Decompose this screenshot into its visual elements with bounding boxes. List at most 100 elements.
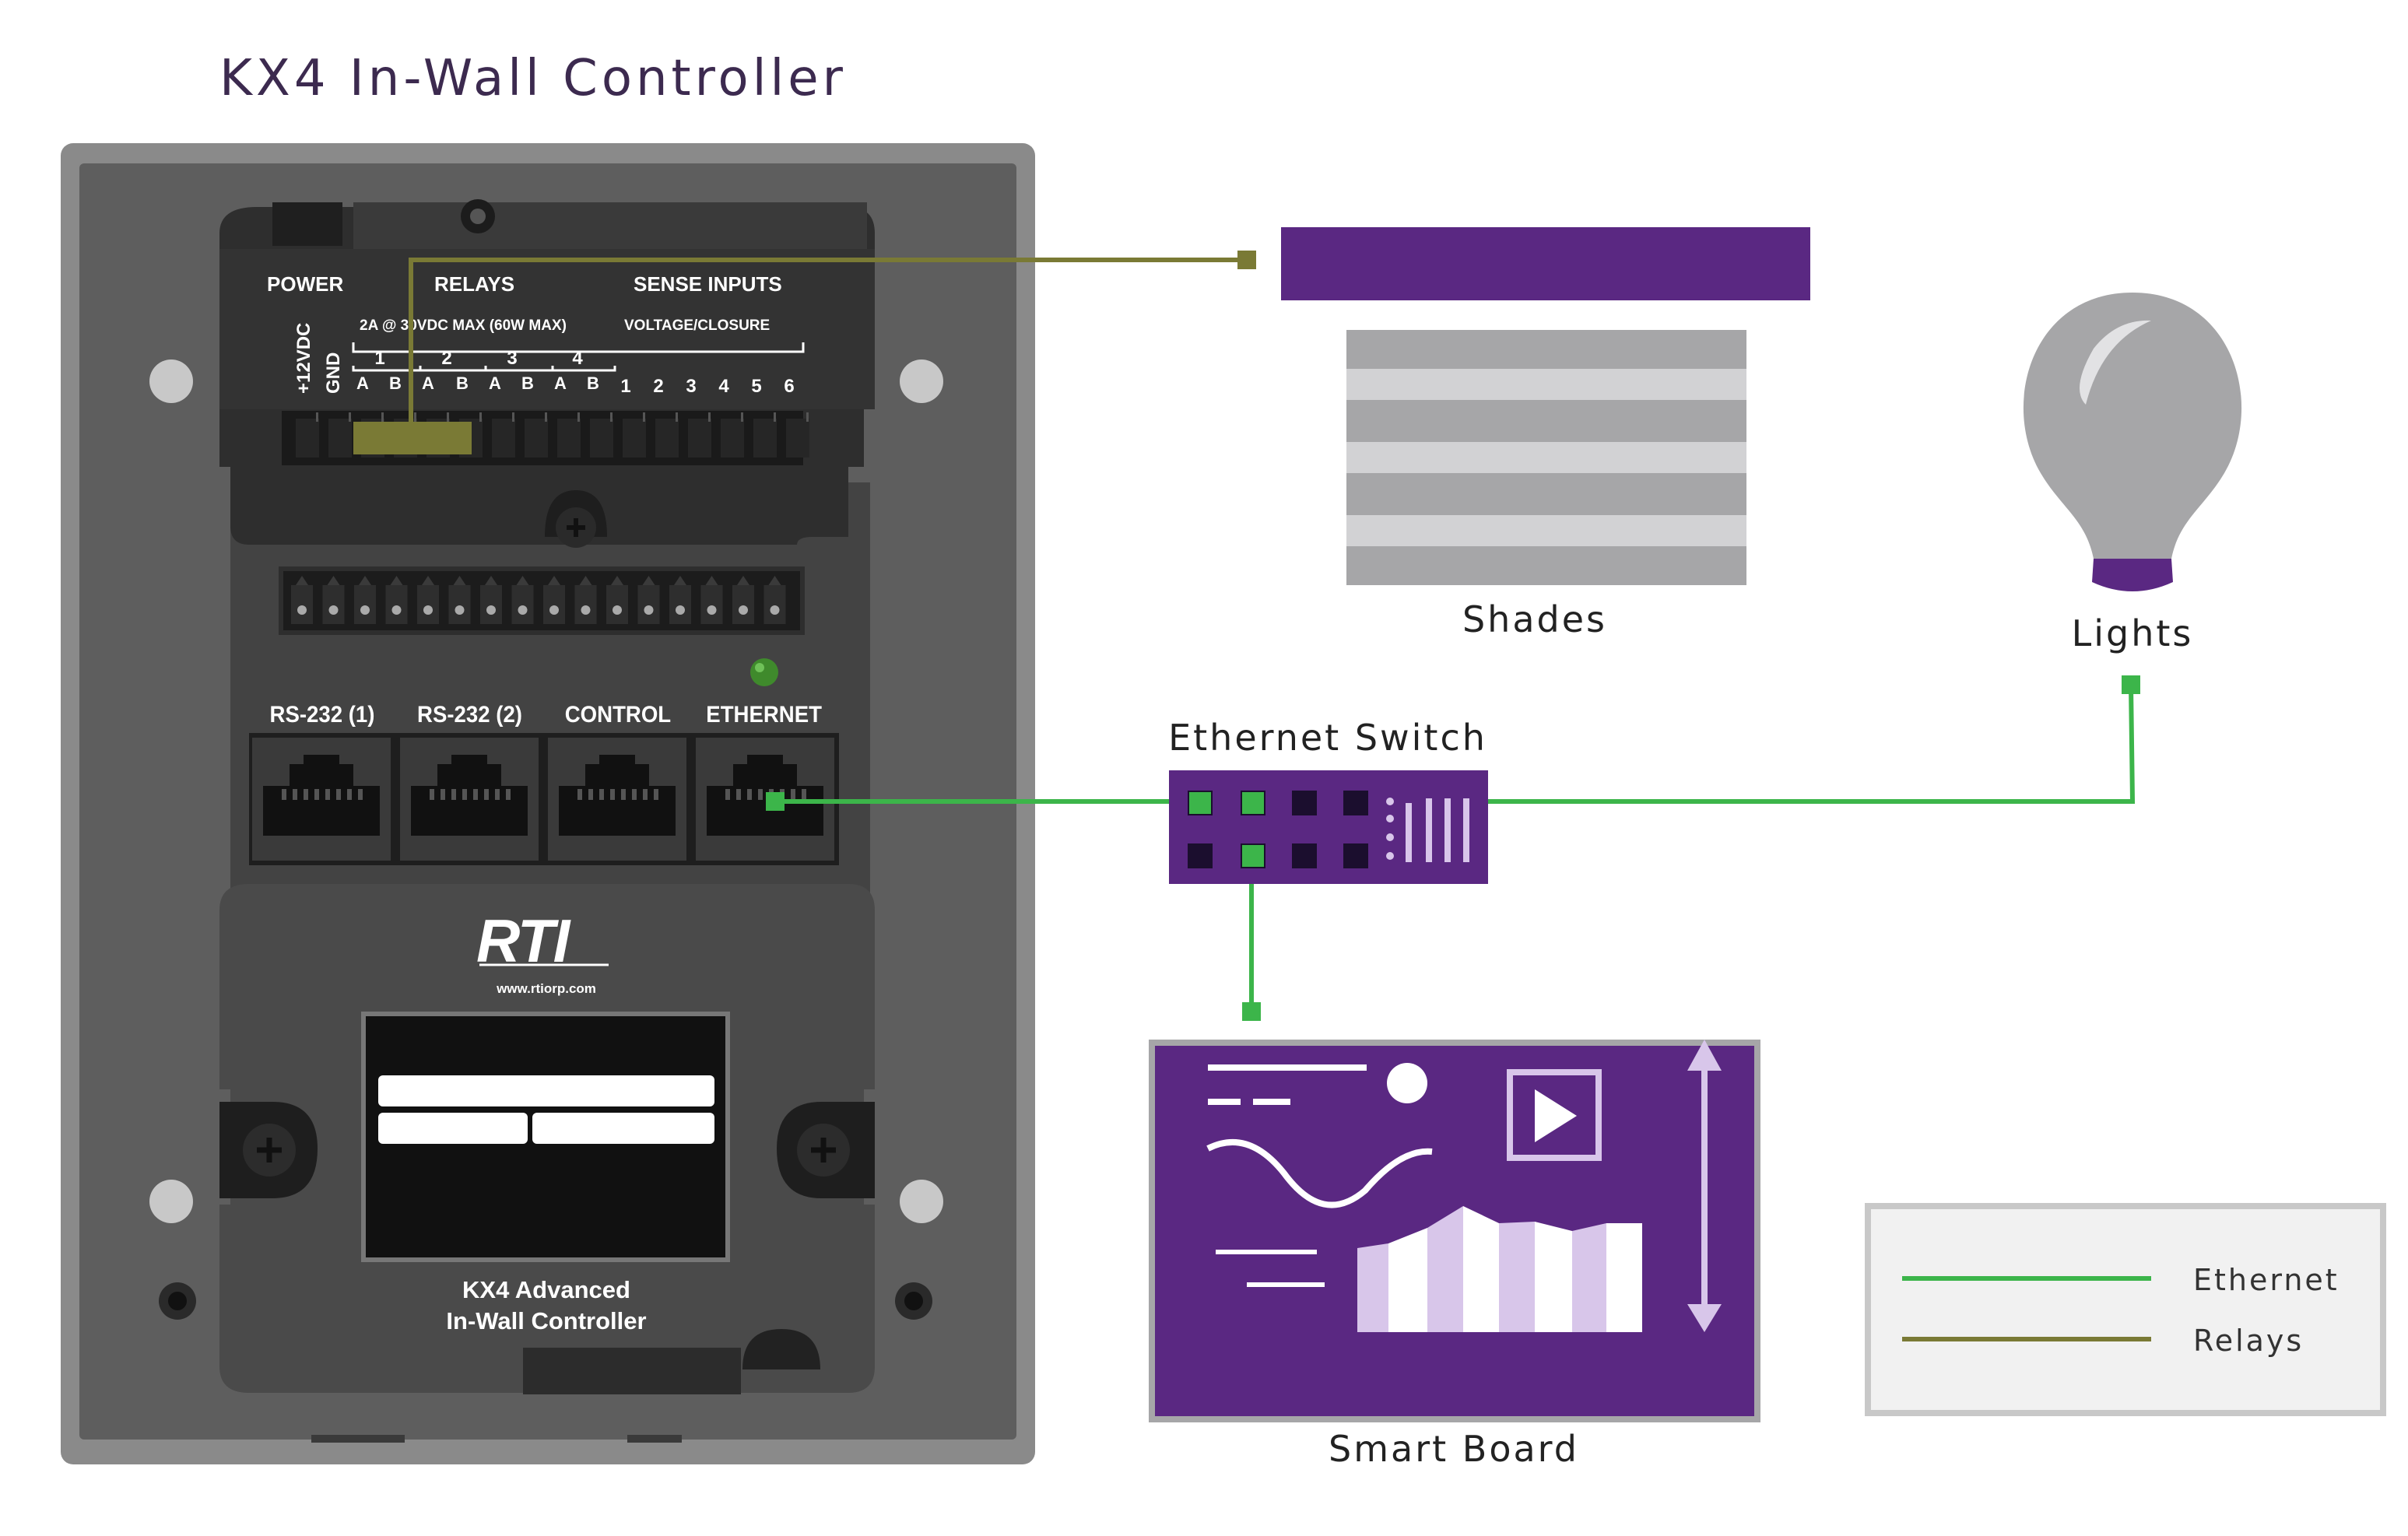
secondary-pins (291, 576, 786, 624)
terminal-slot (721, 419, 744, 458)
connector-pin (385, 585, 408, 624)
connector-pin (700, 585, 723, 624)
ethernet-endpoint (1242, 1002, 1261, 1021)
sense-input-number: 6 (784, 376, 794, 397)
top-screw-icon (470, 209, 486, 224)
diagram-title: KX4 In-Wall Controller (219, 50, 847, 107)
connector-pin (354, 585, 376, 624)
connector-pin (480, 585, 502, 624)
plate-hole-icon (900, 1180, 943, 1223)
label-strip (532, 1113, 714, 1144)
plate-hole-icon (149, 1180, 193, 1223)
ethernet-endpoint (1242, 792, 1264, 814)
vertical-arrow-icon (1687, 1040, 1722, 1332)
plate-screw-icon (904, 1292, 923, 1310)
switch-port-icon (1292, 843, 1317, 868)
lights-device: Lights (2023, 293, 2242, 654)
shades-roller (1281, 227, 1810, 300)
ethernet-switch-device: Ethernet Switch (1168, 717, 1488, 884)
connector-pin (448, 585, 471, 624)
product-name-line1: KX4 Advanced (462, 1276, 630, 1303)
light-bulb-icon (2023, 293, 2242, 559)
wave-icon (1206, 1139, 1433, 1208)
lights-label: Lights (2072, 612, 2194, 654)
connector-pin (763, 585, 786, 624)
ethernet-switch-label: Ethernet Switch (1168, 717, 1487, 759)
switch-port-icon (1343, 791, 1368, 815)
status-led-icon (750, 658, 778, 686)
shades-label: Shades (1462, 598, 1607, 640)
smart-board-device: Smart Board (1149, 1040, 1760, 1470)
smart-board-label: Smart Board (1329, 1428, 1579, 1470)
connector-pin (417, 585, 439, 624)
terminal-top-cap (353, 202, 867, 249)
terminal-slot (655, 419, 679, 458)
shades-device: Shades (1281, 227, 1810, 640)
rj45-port-icon (400, 738, 539, 861)
terminal-slot (786, 419, 809, 458)
terminal-slot (753, 419, 777, 458)
ethernet-endpoint (1189, 792, 1211, 814)
connector-pin (732, 585, 754, 624)
switch-vent-icon (1386, 798, 1469, 862)
relay-number: 3 (507, 348, 517, 369)
port-label-control: CONTROL (565, 702, 671, 728)
legend-relays-swatch (1902, 1337, 2151, 1341)
label-strip (378, 1113, 528, 1144)
connector-pin (606, 585, 628, 624)
terminal-slot (492, 419, 515, 458)
rj45-ports (252, 738, 834, 861)
terminal-slot (296, 419, 319, 458)
relay-number: 4 (572, 348, 583, 369)
relays-label: RELAYS (434, 272, 514, 296)
relay-connection (409, 258, 1242, 433)
terminal-slot (590, 419, 613, 458)
sense-input-number: 5 (751, 376, 761, 397)
relay-number: 2 (441, 348, 451, 369)
relay-terminal-label: B (521, 373, 534, 393)
port-label-rs232-2: RS-232 (2) (417, 702, 522, 728)
board-bars-icon (1357, 1206, 1642, 1332)
port-label-rs232-1: RS-232 (1) (270, 702, 375, 728)
website-label: www.rtiorp.com (496, 981, 596, 996)
relay-terminal-label: B (389, 373, 402, 393)
relay-terminal-label: B (587, 373, 599, 393)
switch-port-icon (1292, 791, 1317, 815)
relay-number: 1 (374, 348, 384, 369)
terminal-slot (557, 419, 581, 458)
sense-input-number: 2 (653, 376, 663, 397)
terminal-slots (296, 412, 809, 458)
switch-body (1169, 770, 1488, 884)
relay-terminal-label: A (356, 373, 369, 393)
v12-label: +12VDC (293, 323, 314, 394)
label-strip (378, 1075, 714, 1106)
port-label-ethernet: ETHERNET (706, 702, 822, 728)
connector-pin (322, 585, 345, 624)
connector-pin (511, 585, 534, 624)
terminal-slot (328, 419, 352, 458)
terminal-label-area (219, 249, 875, 409)
ethernet-endpoint (766, 792, 785, 811)
connector-pin (669, 585, 691, 624)
rti-logo-icon: RTI (476, 907, 609, 975)
connector-pin (291, 585, 313, 624)
brand-logo: RTI (476, 907, 571, 975)
power-label: POWER (267, 272, 343, 296)
ethernet-endpoint (2122, 675, 2140, 694)
legend-relays-label: Relays (2193, 1324, 2304, 1358)
relay-terminal-label: A (422, 373, 434, 393)
play-icon (1507, 1069, 1602, 1161)
relay-terminal-label: B (456, 373, 469, 393)
plate-hole-icon (900, 359, 943, 403)
gnd-label: GND (323, 352, 344, 394)
switch-port-icon (1188, 843, 1213, 868)
sense-input-number: 3 (686, 376, 696, 397)
relay-endpoint (1237, 251, 1256, 269)
product-name-line2: In-Wall Controller (446, 1307, 646, 1334)
plate-screw-icon (168, 1292, 187, 1310)
switch-port-icon (1343, 843, 1368, 868)
relay-terminal-label: A (489, 373, 501, 393)
voltage-closure-label: VOLTAGE/CLOSURE (624, 317, 770, 334)
board-dot-icon (1387, 1063, 1427, 1103)
